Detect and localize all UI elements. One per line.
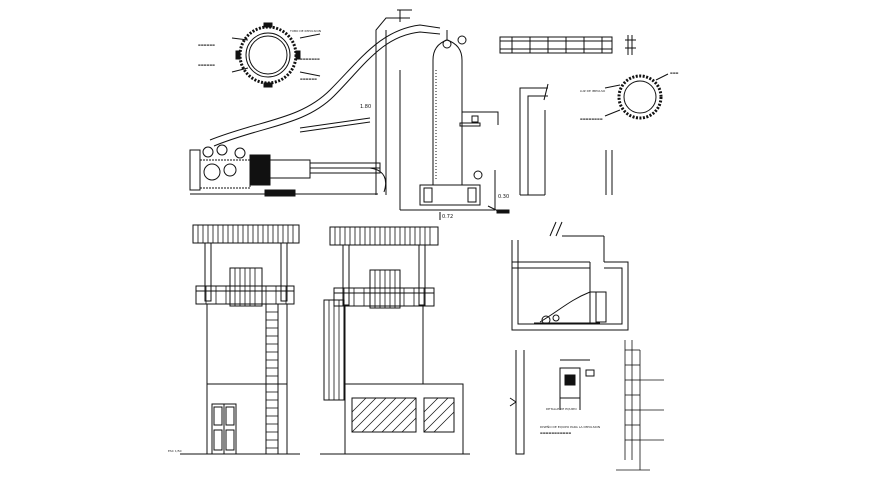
svg-text:▬▬▬▬▬▬▬: ▬▬▬▬▬▬▬	[300, 57, 320, 61]
svg-text:▬▬▬▬▬▬: ▬▬▬▬▬▬	[198, 63, 215, 67]
well-note-right: LUZ DE IMPULSO	[580, 89, 606, 93]
well-note-left: TUBO DE IMPULSION	[289, 29, 321, 33]
tower-elevation-left: ESC 1/50	[168, 224, 300, 455]
tower-elevation-right	[320, 226, 470, 455]
svg-text:▬▬▬▬▬▬: ▬▬▬▬▬▬	[300, 77, 317, 81]
room-plan-detail: DETALLE DE EQUIPO DISEÑO DE EQUIPO PARA …	[509, 221, 664, 471]
well-section-right: LUZ DE IMPULSO ▬▬▬▬▬▬▬▬ ▬▬▬	[580, 71, 679, 121]
pressure-tank: 0.30 0.72	[399, 30, 510, 220]
legend-bottom-left: ESC 1/50	[168, 449, 182, 453]
dim-base-width: 0.72	[442, 214, 453, 220]
pump-detail-note: DETALLE DE EQUIPO	[546, 407, 577, 411]
svg-text:▬▬▬▬▬▬: ▬▬▬▬▬▬	[198, 43, 215, 47]
well-section-left: TUBO DE IMPULSION ▬▬▬▬▬▬ ▬▬▬▬▬▬ ▬▬▬▬▬▬▬ …	[198, 22, 321, 88]
legend-bottom-right: DISEÑO DE EQUIPO PARA LA IMPULSION	[540, 424, 600, 429]
dim-base-height: 0.30	[498, 194, 509, 200]
railing-detail	[499, 35, 636, 55]
column-section	[519, 83, 613, 196]
dim-height-main: 1.80	[360, 104, 371, 110]
svg-text:▬▬▬▬▬▬▬▬: ▬▬▬▬▬▬▬▬	[580, 117, 603, 121]
pump-equipment	[189, 144, 387, 197]
svg-text:▬▬▬: ▬▬▬	[670, 71, 679, 75]
pipe-run: 1.80	[209, 9, 441, 195]
svg-text:▬▬▬▬▬▬▬▬▬▬▬: ▬▬▬▬▬▬▬▬▬▬▬	[540, 431, 571, 435]
